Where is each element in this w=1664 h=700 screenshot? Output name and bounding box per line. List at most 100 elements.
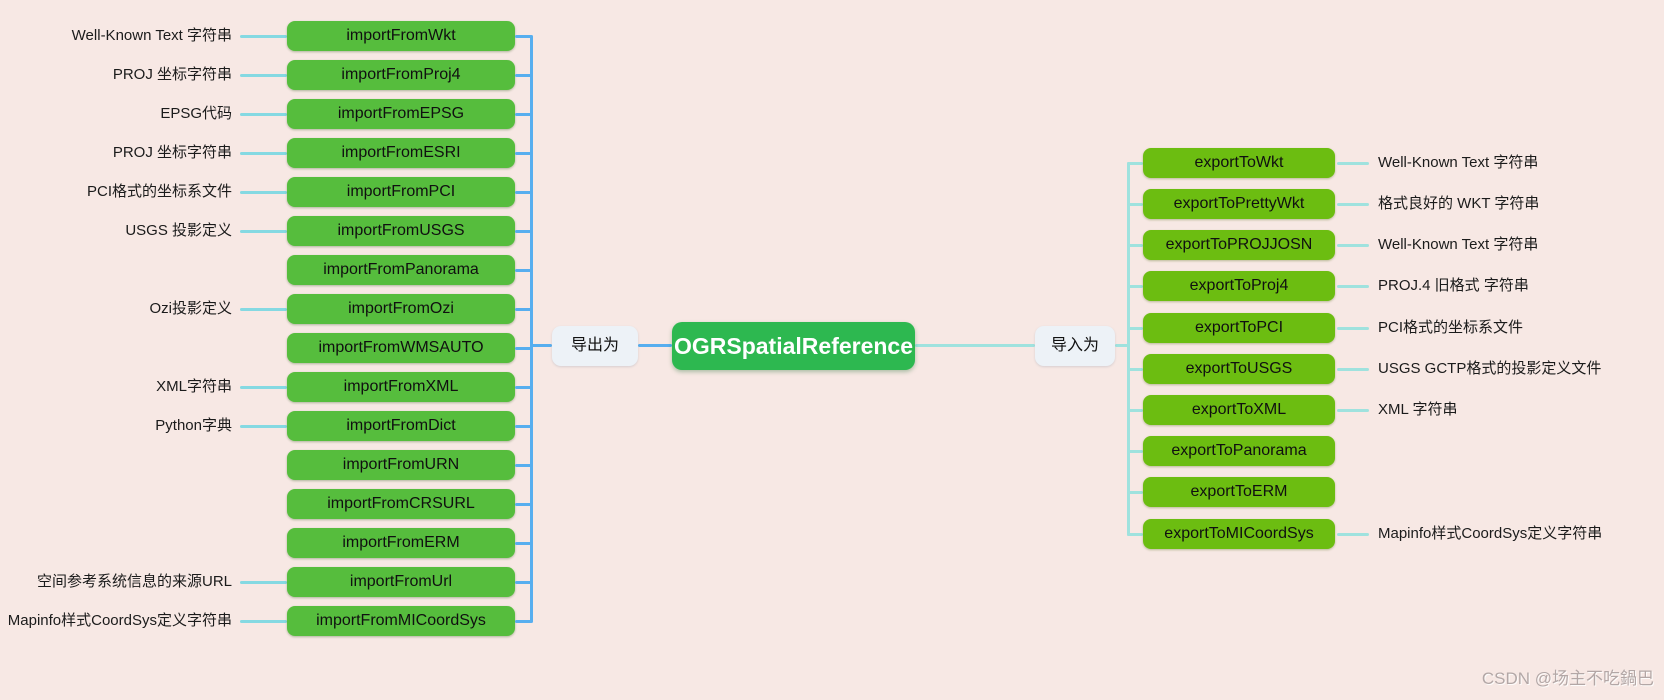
method-node[interactable]: importFromUSGS — [287, 216, 515, 246]
branch-connector-line — [515, 73, 532, 77]
import-method-row: PROJ 坐标字符串 importFromProj4 — [0, 60, 1664, 90]
method-node[interactable]: exportToMICoordSys — [1143, 519, 1335, 549]
method-node[interactable]: importFromEPSG — [287, 99, 515, 129]
root-node-ogrspatialreference[interactable]: OGRSpatialReference — [672, 322, 915, 370]
branch-connector-line — [515, 424, 532, 428]
method-node[interactable]: exportToPrettyWkt — [1143, 189, 1335, 219]
import-method-row: XML字符串 importFromXML — [0, 372, 1664, 402]
method-desc-label[interactable]: USGS GCTP格式的投影定义文件 — [1378, 360, 1602, 377]
method-node[interactable]: importFromCRSURL — [287, 489, 515, 519]
method-desc-label[interactable]: PROJ 坐标字符串 — [112, 66, 232, 83]
method-node[interactable]: exportToProj4 — [1143, 271, 1335, 301]
import-method-row: Well-Known Text 字符串 importFromWkt — [0, 21, 1664, 51]
import-as-label-chip[interactable]: 导入为 — [1035, 326, 1115, 366]
export-method-row: exportToPCI PCI格式的坐标系文件 — [0, 313, 1664, 343]
branch-connector-line — [1127, 161, 1143, 165]
method-node[interactable]: importFromURN — [287, 450, 515, 480]
import-method-row: EPSG代码 importFromEPSG — [0, 99, 1664, 129]
import-method-row: Python字典 importFromDict — [0, 411, 1664, 441]
branch-connector-line — [1127, 532, 1143, 536]
method-node[interactable]: importFromDict — [287, 411, 515, 441]
branch-connector-line — [1127, 202, 1143, 206]
leaf-connector-line — [240, 190, 287, 194]
method-node[interactable]: importFromProj4 — [287, 60, 515, 90]
import-method-row: importFromERM — [0, 528, 1664, 558]
branch-connector-line — [1127, 490, 1143, 494]
method-desc-label[interactable]: Well-Known Text 字符串 — [71, 27, 232, 44]
export-as-label-chip[interactable]: 导出为 — [552, 326, 638, 366]
leaf-connector-line — [1337, 367, 1369, 371]
right-branch-spine-line — [1127, 162, 1130, 536]
method-node[interactable]: importFromWMSAUTO — [287, 333, 515, 363]
method-desc-label[interactable]: 空间参考系统信息的来源URL — [36, 573, 232, 590]
method-node[interactable]: importFromXML — [287, 372, 515, 402]
method-node[interactable]: exportToPROJJOSN — [1143, 230, 1335, 260]
method-desc-label[interactable]: Mapinfo样式CoordSys定义字符串 — [1378, 525, 1603, 542]
method-desc-label[interactable]: XML 字符串 — [1378, 401, 1458, 418]
csdn-watermark: CSDN @场主不吃鍋巴 — [1481, 669, 1654, 688]
branch-connector-line — [1127, 326, 1143, 330]
export-method-row: exportToProj4 PROJ.4 旧格式 字符串 — [0, 271, 1664, 301]
import-method-row: importFromCRSURL — [0, 489, 1664, 519]
branch-connector-line — [515, 307, 532, 311]
export-method-row: exportToUSGS USGS GCTP格式的投影定义文件 — [0, 354, 1664, 384]
import-method-row: 空间参考系统信息的来源URL importFromUrl — [0, 567, 1664, 597]
method-desc-label[interactable]: 格式良好的 WKT 字符串 — [1378, 195, 1540, 212]
method-node[interactable]: exportToPCI — [1143, 313, 1335, 343]
method-node[interactable]: importFromUrl — [287, 567, 515, 597]
leaf-connector-line — [1337, 284, 1369, 288]
method-desc-label[interactable]: PROJ.4 旧格式 字符串 — [1378, 277, 1529, 294]
branch-connector-line — [515, 229, 532, 233]
method-node[interactable]: importFromOzi — [287, 294, 515, 324]
import-method-row: importFromWMSAUTO — [0, 333, 1664, 363]
export-method-row: exportToPanorama — [0, 436, 1664, 466]
branch-connector-line — [515, 34, 532, 38]
import-method-row: PCI格式的坐标系文件 importFromPCI — [0, 177, 1664, 207]
import-method-row: importFromURN — [0, 450, 1664, 480]
method-node[interactable]: importFromPanorama — [287, 255, 515, 285]
method-node[interactable]: exportToERM — [1143, 477, 1335, 507]
method-node[interactable]: exportToUSGS — [1143, 354, 1335, 384]
leaf-connector-line — [1337, 161, 1369, 165]
method-desc-label[interactable]: XML字符串 — [156, 378, 232, 395]
method-node[interactable]: importFromERM — [287, 528, 515, 558]
import-method-row: USGS 投影定义 importFromUSGS — [0, 216, 1664, 246]
leaf-connector-line — [240, 424, 287, 428]
leaf-connector-line — [240, 112, 287, 116]
leaf-connector-line — [240, 73, 287, 77]
leaf-connector-line — [240, 619, 287, 623]
connector-line — [638, 344, 672, 347]
leaf-connector-line — [1337, 202, 1369, 206]
method-desc-label[interactable]: Well-Known Text 字符串 — [1378, 236, 1539, 253]
import-method-row: Mapinfo样式CoordSys定义字符串 importFromMICoord… — [0, 606, 1664, 636]
branch-connector-line — [515, 268, 532, 272]
method-node[interactable]: importFromESRI — [287, 138, 515, 168]
connector-line — [531, 344, 552, 347]
branch-connector-line — [515, 502, 532, 506]
leaf-connector-line — [240, 34, 287, 38]
method-desc-label[interactable]: Mapinfo样式CoordSys定义字符串 — [7, 612, 232, 629]
leaf-connector-line — [1337, 532, 1369, 536]
leaf-connector-line — [240, 229, 287, 233]
method-node[interactable]: exportToPanorama — [1143, 436, 1335, 466]
method-node[interactable]: exportToXML — [1143, 395, 1335, 425]
method-desc-label[interactable]: PROJ 坐标字符串 — [112, 144, 232, 161]
export-method-row: exportToWkt Well-Known Text 字符串 — [0, 148, 1664, 178]
leaf-connector-line — [240, 151, 287, 155]
method-desc-label[interactable]: PCI格式的坐标系文件 — [86, 183, 232, 200]
method-desc-label[interactable]: EPSG代码 — [160, 105, 232, 122]
method-node[interactable]: exportToWkt — [1143, 148, 1335, 178]
branch-connector-line — [515, 541, 532, 545]
method-node[interactable]: importFromPCI — [287, 177, 515, 207]
method-desc-label[interactable]: Well-Known Text 字符串 — [1378, 154, 1539, 171]
method-desc-label[interactable]: Python字典 — [155, 417, 232, 434]
method-node[interactable]: importFromMICoordSys — [287, 606, 515, 636]
method-desc-label[interactable]: PCI格式的坐标系文件 — [1378, 319, 1524, 336]
import-method-row: Ozi投影定义 importFromOzi — [0, 294, 1664, 324]
method-desc-label[interactable]: Ozi投影定义 — [149, 300, 232, 317]
method-desc-label[interactable]: USGS 投影定义 — [125, 222, 232, 239]
leaf-connector-line — [240, 307, 287, 311]
branch-connector-line — [1127, 284, 1143, 288]
branch-connector-line — [515, 580, 532, 584]
method-node[interactable]: importFromWkt — [287, 21, 515, 51]
